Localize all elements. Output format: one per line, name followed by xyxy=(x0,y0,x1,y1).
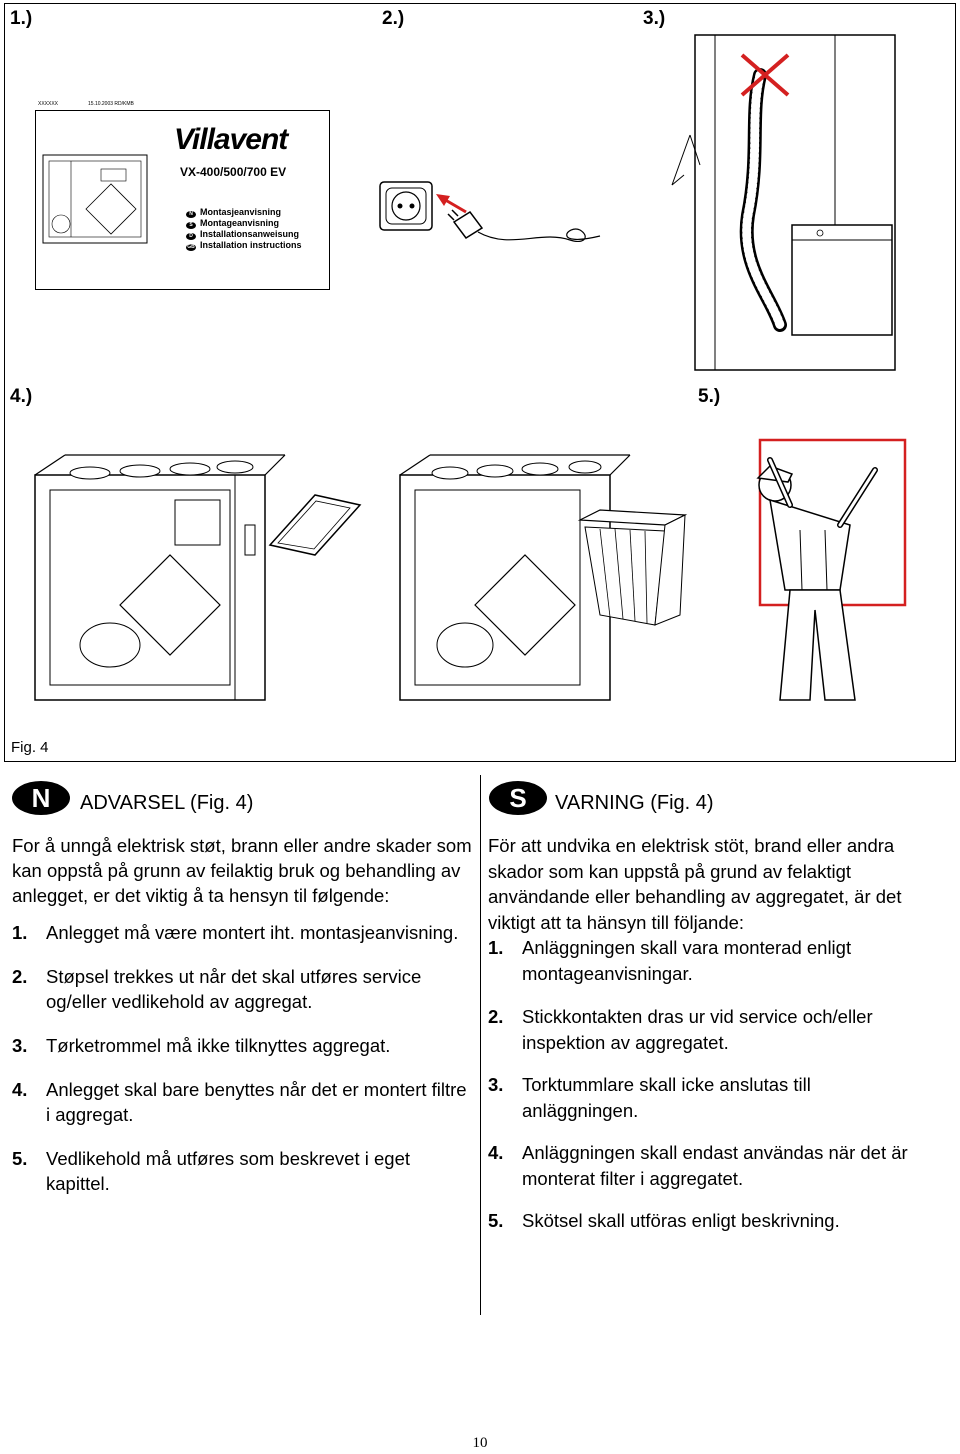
norwegian-section: For å unngå elektrisk støt, brann eller … xyxy=(12,833,474,1196)
swedish-section: För att undvika en elektrisk stöt, brand… xyxy=(488,833,928,1234)
prohibition-cross-icon xyxy=(740,53,790,97)
page-number: 10 xyxy=(472,1435,488,1451)
warning-heading-no: ADVARSEL (Fig. 4) xyxy=(80,792,254,814)
intro-text-no: For å unngå elektrisk støt, brann eller … xyxy=(12,835,472,906)
language-badge-n: N xyxy=(12,781,70,815)
list-item: 5.Skötsel skall utföras enligt beskrivni… xyxy=(488,1210,840,1231)
column-divider xyxy=(480,775,481,1315)
tumble-dryer-illustration xyxy=(671,34,896,371)
plug-icon xyxy=(447,209,484,240)
figure-label-2: 2.) xyxy=(382,8,405,29)
brand-logo: Villavent xyxy=(174,123,288,156)
figure-caption: Fig. 4 xyxy=(11,739,49,756)
manual-code: XXXXXX xyxy=(38,101,59,107)
person-replacing-filter-illustration xyxy=(756,438,907,701)
list-item: 4.Anlegget skal bare benyttes når det er… xyxy=(12,1079,467,1125)
figure-label-4: 4.) xyxy=(10,386,33,407)
plug-socket-illustration xyxy=(379,181,601,242)
language-badge-s: S xyxy=(489,781,547,815)
figure-label-5: 5.) xyxy=(698,386,721,407)
manual-date: 15.10.2003 RD/KMB xyxy=(88,101,134,107)
intro-text-se: För att undvika en elektrisk stöt, brand… xyxy=(488,835,902,933)
list-item: 3.Tørketrommel må ikke tilknyttes aggreg… xyxy=(12,1035,391,1056)
unit-sketch xyxy=(42,154,148,244)
list-item: 3.Torktummlare skall icke anslutas till … xyxy=(488,1074,811,1121)
list-item: 4.Anläggningen skall endast användas när… xyxy=(488,1142,908,1189)
warning-heading-se: VARNING (Fig. 4) xyxy=(555,792,714,814)
unit-bag-filter-illustration xyxy=(399,454,688,701)
figure-label-1: 1.) xyxy=(10,8,33,29)
figure-label-3: 3.) xyxy=(643,8,666,29)
list-item: 2.Støpsel trekkes ut når det skal utføre… xyxy=(12,966,422,1012)
list-item: 5.Vedlikehold må utføres som beskrevet i… xyxy=(12,1148,411,1194)
manual-cover-illustration: XXXXXX 15.10.2003 RD/KMB Villavent VX-40… xyxy=(35,101,330,290)
figure-frame xyxy=(4,3,956,762)
list-item: 2.Stickkontakten dras ur vid service och… xyxy=(488,1006,873,1053)
unplug-arrow-icon xyxy=(436,194,467,214)
cable xyxy=(477,228,601,242)
socket-icon xyxy=(379,181,433,231)
manual-model: VX-400/500/700 EV xyxy=(180,165,287,179)
unit-filter-removed-illustration xyxy=(34,454,362,701)
list-item: 1.Anläggningen skall vara monterad enlig… xyxy=(488,937,852,984)
warning-arrow-icon xyxy=(671,134,701,186)
list-item: 1.Anlegget må være montert iht. montasje… xyxy=(12,922,459,943)
